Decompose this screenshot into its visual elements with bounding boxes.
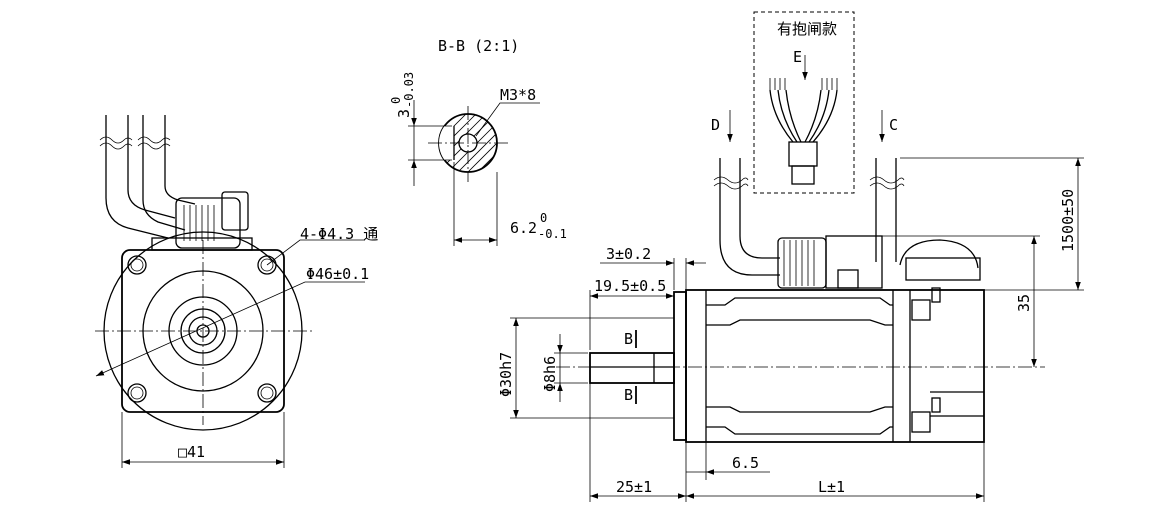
section-title: B-B (2:1) (438, 37, 519, 55)
svg-text:-0.1: -0.1 (538, 227, 567, 241)
thread-dim: M3*8 (500, 86, 536, 104)
view-c-label: C (889, 116, 898, 134)
flange-thickness-dim: 3±0.2 (606, 245, 651, 263)
shaft-dia-dim: Φ8h6 (541, 356, 559, 392)
pilot-dia-dim: Φ30h7 (497, 352, 515, 397)
brake-note: 有抱闸款 (777, 20, 837, 38)
svg-text:-0.03: -0.03 (402, 72, 416, 108)
svg-text:3: 3 (395, 109, 413, 118)
brake-connector (769, 78, 838, 185)
view-d-label: D (711, 116, 720, 134)
side-view (510, 157, 1084, 502)
cable-length-dim: 1500±50 (1059, 189, 1077, 252)
flat-offset-dim: 6.2 0 -0.1 (510, 211, 567, 241)
mount-holes-dim: 4-Φ4.3 通 (300, 225, 378, 243)
svg-text:6.2: 6.2 (510, 219, 537, 237)
pcd-dim: Φ46±0.1 (306, 265, 369, 283)
section-mark-top: B (624, 330, 633, 348)
svg-text:0: 0 (540, 211, 547, 225)
body-length-dim: L±1 (818, 478, 845, 496)
brake-detail-box (753, 11, 855, 194)
svg-text:0: 0 (389, 97, 403, 104)
flat-depth-dim: 3 0 -0.03 (389, 72, 416, 118)
mount-hole-icon (127, 255, 277, 403)
shaft-length-dim: 19.5±0.5 (594, 277, 666, 295)
view-e-label: E (793, 48, 802, 66)
shaft-total-dim: 25±1 (616, 478, 652, 496)
section-mark-bottom: B (624, 386, 633, 404)
front-view (95, 115, 365, 468)
connector-height-dim: 35 (1015, 294, 1033, 312)
flange-square-dim: □41 (178, 443, 205, 461)
step-dim: 6.5 (732, 454, 759, 472)
